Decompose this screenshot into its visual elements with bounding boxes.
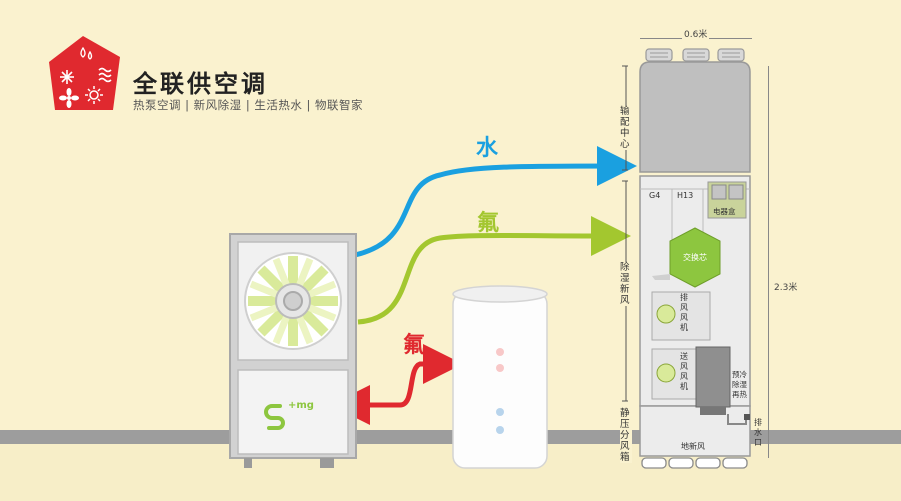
refrigerant-label-red: 氟: [403, 333, 426, 358]
brand-tagline: 热泵空调 | 新风除湿 | 生活热水 | 物联智家: [133, 98, 364, 112]
water-drop-icon: [80, 46, 93, 60]
refrigerant-label-green: 氟: [477, 211, 500, 236]
static-label: 静压分风箱: [620, 408, 632, 463]
filter-h13-label: H13: [677, 191, 694, 200]
floor-shadow: [0, 444, 901, 501]
fan-grille: [244, 252, 342, 350]
refrigerant-pipe-red: [330, 344, 463, 425]
sun-icon: [85, 86, 103, 104]
exhaust-fan-label: 排风风机: [680, 293, 688, 332]
static-box: [639, 405, 751, 457]
floor-air-label: 地新风: [681, 442, 705, 451]
precool-coil: [695, 346, 731, 408]
filter-g4-label: G4: [649, 191, 661, 200]
outdoor-heat-pump: [229, 233, 357, 468]
dehumid-label: 除湿新风: [620, 262, 632, 306]
brand-title: 全联供空调: [133, 70, 268, 98]
water-label: 水: [476, 136, 499, 161]
outdoor-unit-badge: +mg: [288, 400, 314, 411]
height-dimension: [768, 66, 769, 458]
snowflake-icon: [60, 70, 74, 84]
height-label: 2.3米: [774, 283, 798, 293]
width-label: 0.6米: [682, 27, 710, 40]
brand-badge-icon: [264, 404, 285, 430]
distribution-box: [639, 61, 751, 173]
drain-label: 排水口: [754, 418, 762, 447]
water-tank: [452, 285, 548, 469]
refrigerant-pipe-green: [357, 215, 631, 325]
precool-label: 预冷除湿再热: [732, 370, 747, 399]
wave-icon: [98, 67, 112, 83]
water-pipe: [354, 146, 637, 258]
fan-icon: [59, 88, 79, 108]
electric-box-label: 电器盒: [713, 207, 736, 216]
exchanger-label: 交换芯: [683, 253, 707, 262]
exchanger-core: [669, 227, 721, 288]
supply-fan-label: 送风风机: [680, 352, 688, 391]
floor-vents: [641, 457, 748, 469]
indoor-cabinet: [622, 48, 751, 469]
brand-logo: [49, 36, 120, 110]
distribution-label: 输配中心: [620, 106, 632, 150]
